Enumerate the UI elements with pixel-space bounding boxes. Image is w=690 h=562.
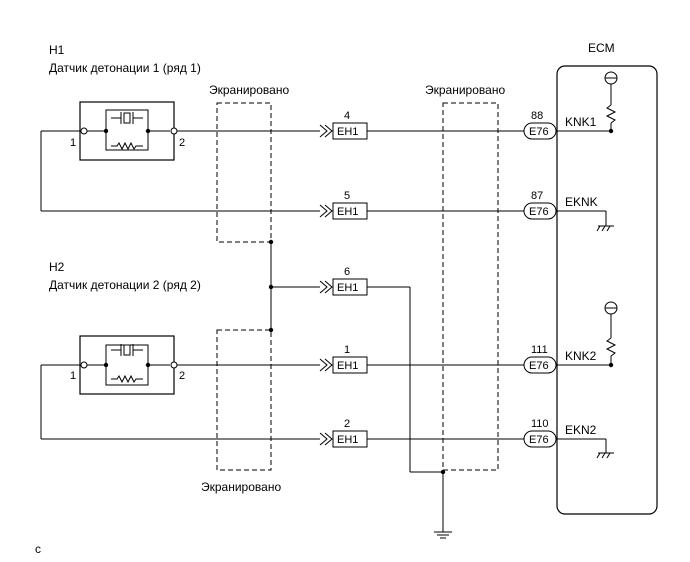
ecm-pullup-knk2: [604, 301, 618, 368]
sensor2-pin-right: 2: [179, 370, 185, 382]
eh1-pin-number: 6: [344, 266, 350, 278]
eh1-pin-number: 5: [344, 190, 350, 202]
eh1-connector: EH1: [319, 122, 368, 140]
eh1-label: EH1: [337, 206, 358, 218]
ecm-signal-name: KNK2: [565, 349, 597, 363]
sensor1-code: H1: [49, 43, 65, 57]
shield-left-bottom: [216, 329, 272, 471]
shield-label-right-top: Экранировано: [425, 83, 505, 97]
eh1-label: EH1: [337, 434, 358, 446]
eh1-connector: EH1: [319, 202, 368, 220]
eh1-pin-number: 2: [344, 418, 350, 430]
ecm-signal-name: EKN2: [565, 423, 597, 437]
shield-label-left-bottom: Экранировано: [201, 480, 281, 494]
sensor1-name: Датчик детонации 1 (ряд 1): [49, 61, 201, 75]
sensor1-pin-right: 2: [179, 137, 185, 149]
footer-code: c: [35, 542, 41, 556]
e76-connector: E76: [523, 122, 557, 140]
ecm-pin-number: 88: [531, 110, 543, 122]
eh1-connector: EH1: [319, 430, 368, 448]
sensor2-symbol: [79, 335, 178, 395]
e76-label: E76: [529, 206, 549, 218]
sensor2-pin-left: 1: [70, 370, 76, 382]
e76-connector: E76: [523, 356, 557, 374]
eh1-connector: EH1: [319, 356, 368, 374]
e76-label: E76: [529, 360, 549, 372]
e76-connector: E76: [523, 202, 557, 220]
shield-label-left-top: Экранировано: [209, 83, 289, 97]
eh1-label: EH1: [337, 126, 358, 138]
eh1-label: EH1: [337, 360, 358, 372]
shield-left-top: [216, 102, 272, 243]
ecm-box: [556, 65, 658, 515]
eh1-pin-number: 4: [344, 110, 350, 122]
sensor1-pin-left: 1: [70, 137, 76, 149]
ecm-pin-number: 111: [531, 344, 548, 356]
eh1-label: EH1: [337, 282, 358, 294]
eh1-connector: EH1: [319, 278, 368, 296]
shield-drain-wire: [268, 239, 453, 539]
sensor2-code: H2: [49, 260, 65, 274]
e76-label: E76: [529, 126, 549, 138]
sensor1-symbol: [79, 101, 178, 161]
e76-connector: E76: [523, 430, 557, 448]
wire-eknk: [40, 130, 615, 232]
wire-ekn2: [40, 364, 615, 459]
e76-label: E76: [529, 434, 549, 446]
ecm-pullup-knk1: [604, 71, 618, 134]
shield-right: [442, 102, 499, 471]
ecm-signal-name: EKNK: [565, 195, 598, 209]
ecm-label: ECM: [588, 41, 615, 55]
ecm-pin-number: 110: [531, 418, 549, 430]
ecm-pin-number: 87: [531, 190, 543, 202]
sensor2-name: Датчик детонации 2 (ряд 2): [49, 278, 201, 292]
ecm-signal-name: KNK1: [565, 115, 597, 129]
eh1-pin-number: 1: [344, 344, 350, 356]
